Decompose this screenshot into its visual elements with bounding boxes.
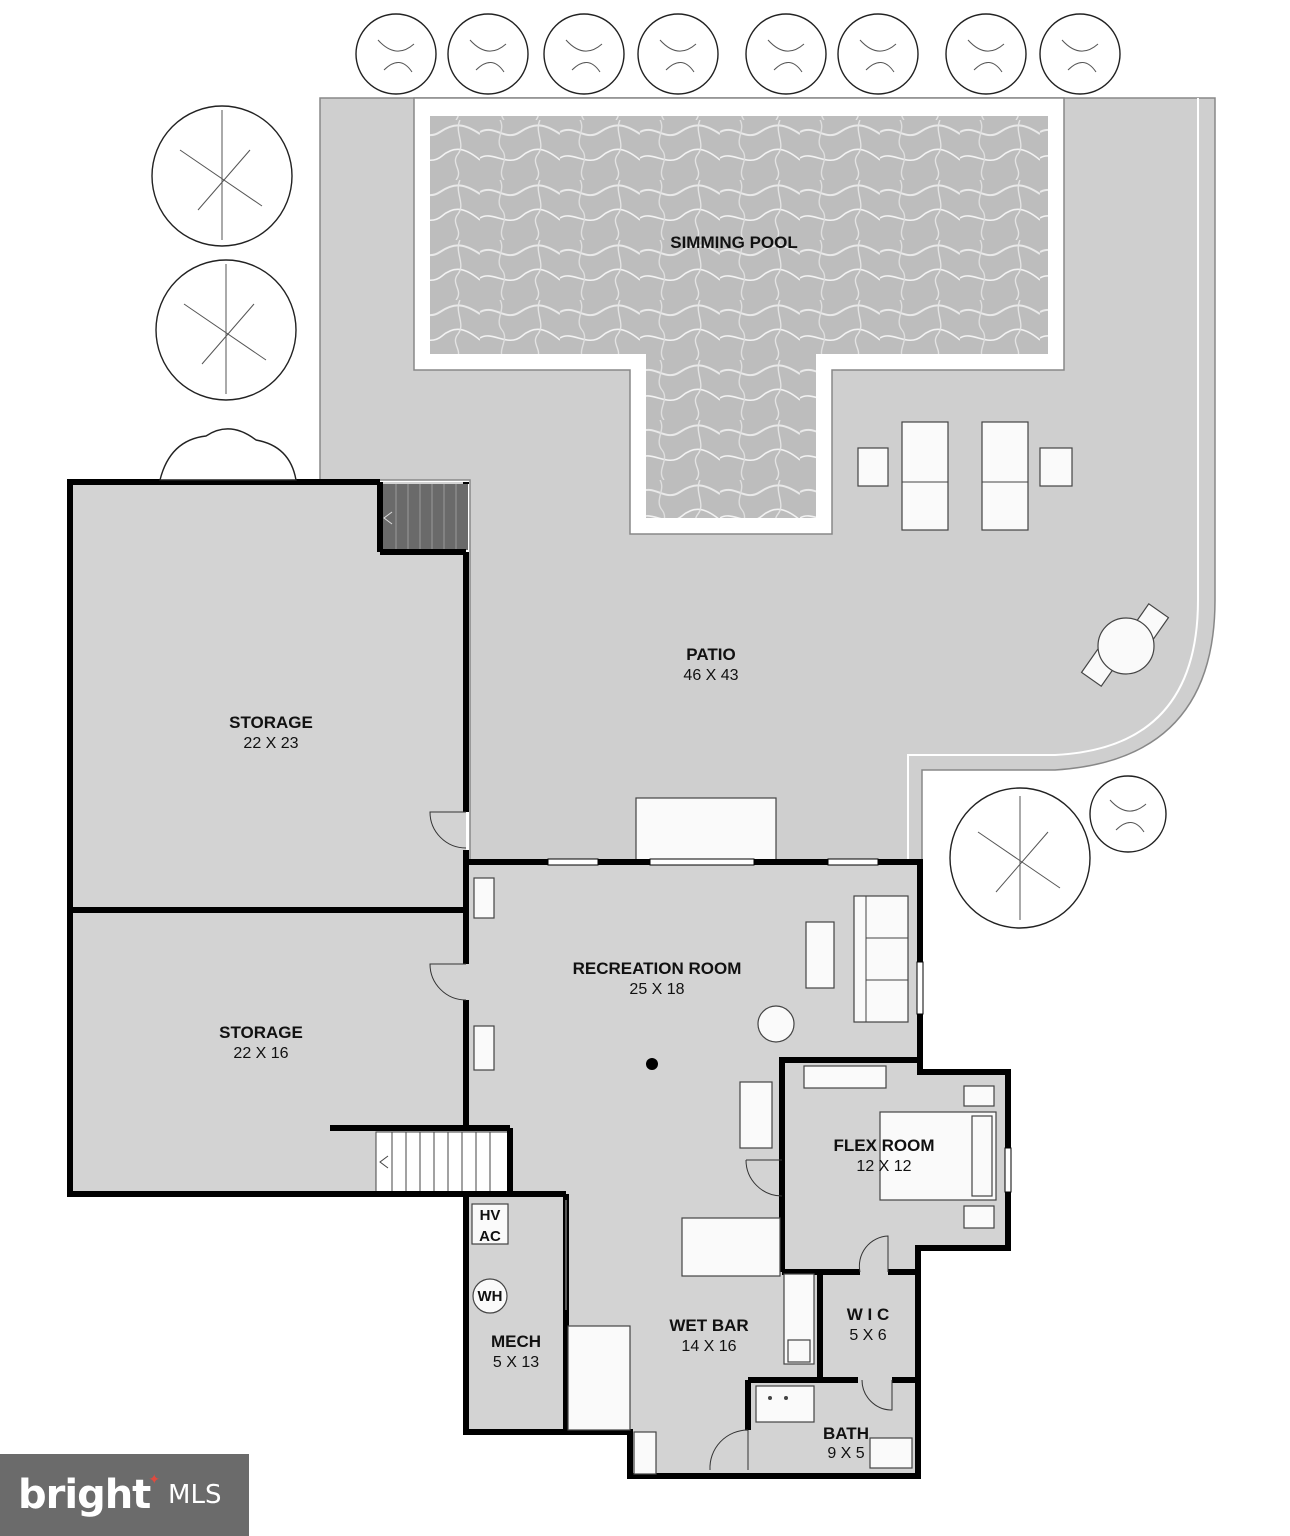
logo-accent-icon: ✦ <box>148 1470 161 1487</box>
flex-room-label: FLEX ROOM <box>833 1136 934 1155</box>
mech-equipment <box>471 1203 509 1314</box>
lounge-set <box>857 421 1073 531</box>
patio-dims: 46 X 43 <box>683 667 738 684</box>
patio-table <box>1080 602 1170 688</box>
bath-fixtures <box>755 1385 913 1469</box>
hvac-label-1: HV <box>480 1207 501 1224</box>
tree-cluster-right <box>949 775 1167 929</box>
logo-suffix-text: MLS <box>168 1480 222 1510</box>
wic-label: W I C <box>847 1305 890 1324</box>
stairs-upper <box>380 484 468 550</box>
bath-dims: 9 X 5 <box>827 1445 864 1462</box>
storage-upper-label: STORAGE <box>229 713 313 732</box>
windows <box>547 858 1012 1193</box>
tree-row-top <box>355 13 1121 95</box>
flex-room-dims: 12 X 12 <box>856 1158 911 1175</box>
tree-row-left <box>151 105 297 481</box>
mech-dims: 5 X 13 <box>493 1354 539 1371</box>
wet-bar-dims: 14 X 16 <box>681 1338 736 1355</box>
storage-lower-dims: 22 X 16 <box>233 1045 288 1062</box>
pool-water <box>430 116 1048 518</box>
mech-label: MECH <box>491 1332 541 1351</box>
stairs-lower <box>375 1131 509 1193</box>
wet-bar-label: WET BAR <box>669 1316 748 1335</box>
storage-upper-dims: 22 X 23 <box>243 735 298 752</box>
bath-label: BATH <box>823 1424 869 1443</box>
rec-room-furniture <box>473 877 909 1149</box>
bright-mls-logo: bright ✦ MLS <box>0 1454 249 1536</box>
pool-label: SIMMING POOL <box>670 233 798 252</box>
patio-edge <box>907 98 1199 862</box>
hvac-label-2: AC <box>479 1228 501 1245</box>
storage-lower-label: STORAGE <box>219 1023 303 1042</box>
water-heater-label: WH <box>478 1288 503 1305</box>
logo-brand-text: bright <box>18 1472 151 1518</box>
doors <box>429 811 893 1471</box>
recreation-room-dims: 25 X 18 <box>629 981 684 998</box>
wic-dims: 5 X 6 <box>849 1327 886 1344</box>
wet-bar-furniture <box>567 1217 815 1475</box>
recreation-room-label: RECREATION ROOM <box>573 959 742 978</box>
grill-station <box>635 797 777 863</box>
flex-room-furniture <box>803 1065 997 1229</box>
patio-label: PATIO <box>686 645 735 664</box>
